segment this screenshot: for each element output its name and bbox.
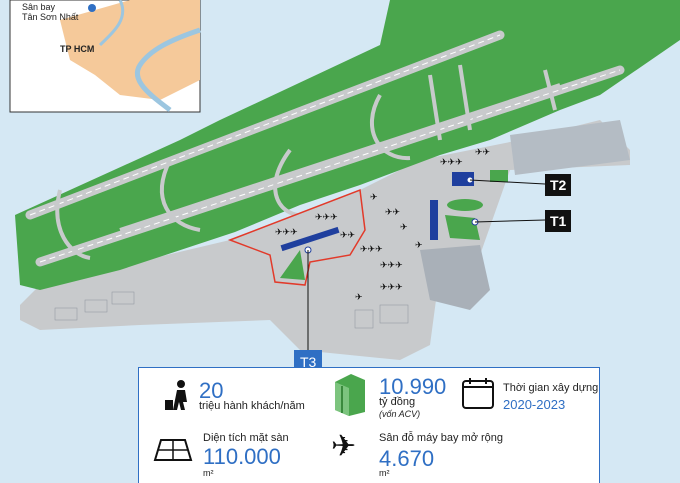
floor-area-icon [153, 439, 193, 461]
svg-text:✈✈: ✈✈ [340, 231, 356, 241]
svg-text:✈✈✈: ✈✈✈ [380, 261, 403, 271]
svg-text:✈: ✈ [415, 241, 423, 251]
inset-river-branch [98, 0, 124, 47]
svg-text:✈: ✈ [355, 293, 363, 303]
t1-t2-green-plaza [445, 215, 480, 240]
svg-text:✈✈✈: ✈✈✈ [275, 228, 298, 238]
apron-value: 4.670 [379, 446, 435, 471]
hangars [54, 291, 409, 329]
time-value: 2020-2023 [503, 397, 566, 412]
svg-text:✈✈✈: ✈✈✈ [360, 245, 383, 255]
calendar-icon [462, 378, 494, 409]
cost-value: 10.990 [379, 374, 447, 399]
floor-value: 110.000 [203, 444, 281, 469]
cost-note: (vốn ACV) [379, 409, 421, 419]
svg-text:✈✈✈: ✈✈✈ [440, 158, 463, 168]
inset-airport-label: Sân bay [22, 2, 56, 12]
t1-terminal-building [430, 200, 438, 240]
floor-label: Diện tích mặt sàn [203, 432, 289, 444]
floor-unit: m² [203, 468, 214, 478]
time-label: Thời gian xây dựng [503, 382, 599, 394]
terminal-zone-east [420, 245, 490, 310]
passenger-label: triệu hành khách/năm [199, 400, 305, 412]
cost-label: tỷ đồng [379, 396, 416, 408]
t2-green-square [490, 170, 508, 182]
t2-green-oval [447, 199, 483, 211]
traveler-icon [165, 380, 187, 410]
info-panel: 20 triệu hành khách/năm 10.990 tỷ đồng (… [138, 367, 600, 483]
inset-airport-label-2: Tân Sơn Nhất [22, 12, 79, 22]
hangar-zone [510, 120, 630, 175]
t3-project-boundary [227, 188, 366, 286]
svg-text:✈✈✈: ✈✈✈ [380, 283, 403, 293]
money-stack-icon [335, 374, 365, 416]
svg-text:✈✈: ✈✈ [385, 208, 401, 218]
t2-label: T2 [545, 174, 572, 196]
svg-text:✈✈✈: ✈✈✈ [315, 213, 338, 223]
runway-centerlines [29, 34, 621, 263]
svg-text:✈: ✈ [370, 193, 378, 203]
svg-text:✈✈: ✈✈ [475, 148, 491, 158]
t3-green-plaza [280, 250, 305, 280]
svg-text:✈: ✈ [400, 223, 408, 233]
taxiways [55, 64, 561, 260]
aircraft-parking: ✈✈✈ ✈✈✈ ✈✈ ✈ ✈✈ ✈✈✈ ✈✈✈ ✈ ✈✈✈ ✈✈✈ ✈✈ ✈ ✈ [275, 148, 491, 303]
inset-city-label: TP HCM [60, 44, 95, 54]
apron-label: Sân đỗ máy bay mở rộng [379, 432, 503, 444]
airplane-icon: ✈ [331, 429, 357, 464]
inset-river [134, 27, 201, 112]
passenger-value: 20 [199, 378, 224, 403]
apron-unit: m² [379, 468, 390, 478]
inset-airport-marker [88, 4, 96, 12]
t3-terminal-building [280, 226, 340, 252]
t2-leader-line [469, 179, 546, 185]
t1-label: T1 [545, 210, 572, 232]
t1-leader-line [474, 219, 546, 223]
inset-city-area [60, 0, 200, 100]
